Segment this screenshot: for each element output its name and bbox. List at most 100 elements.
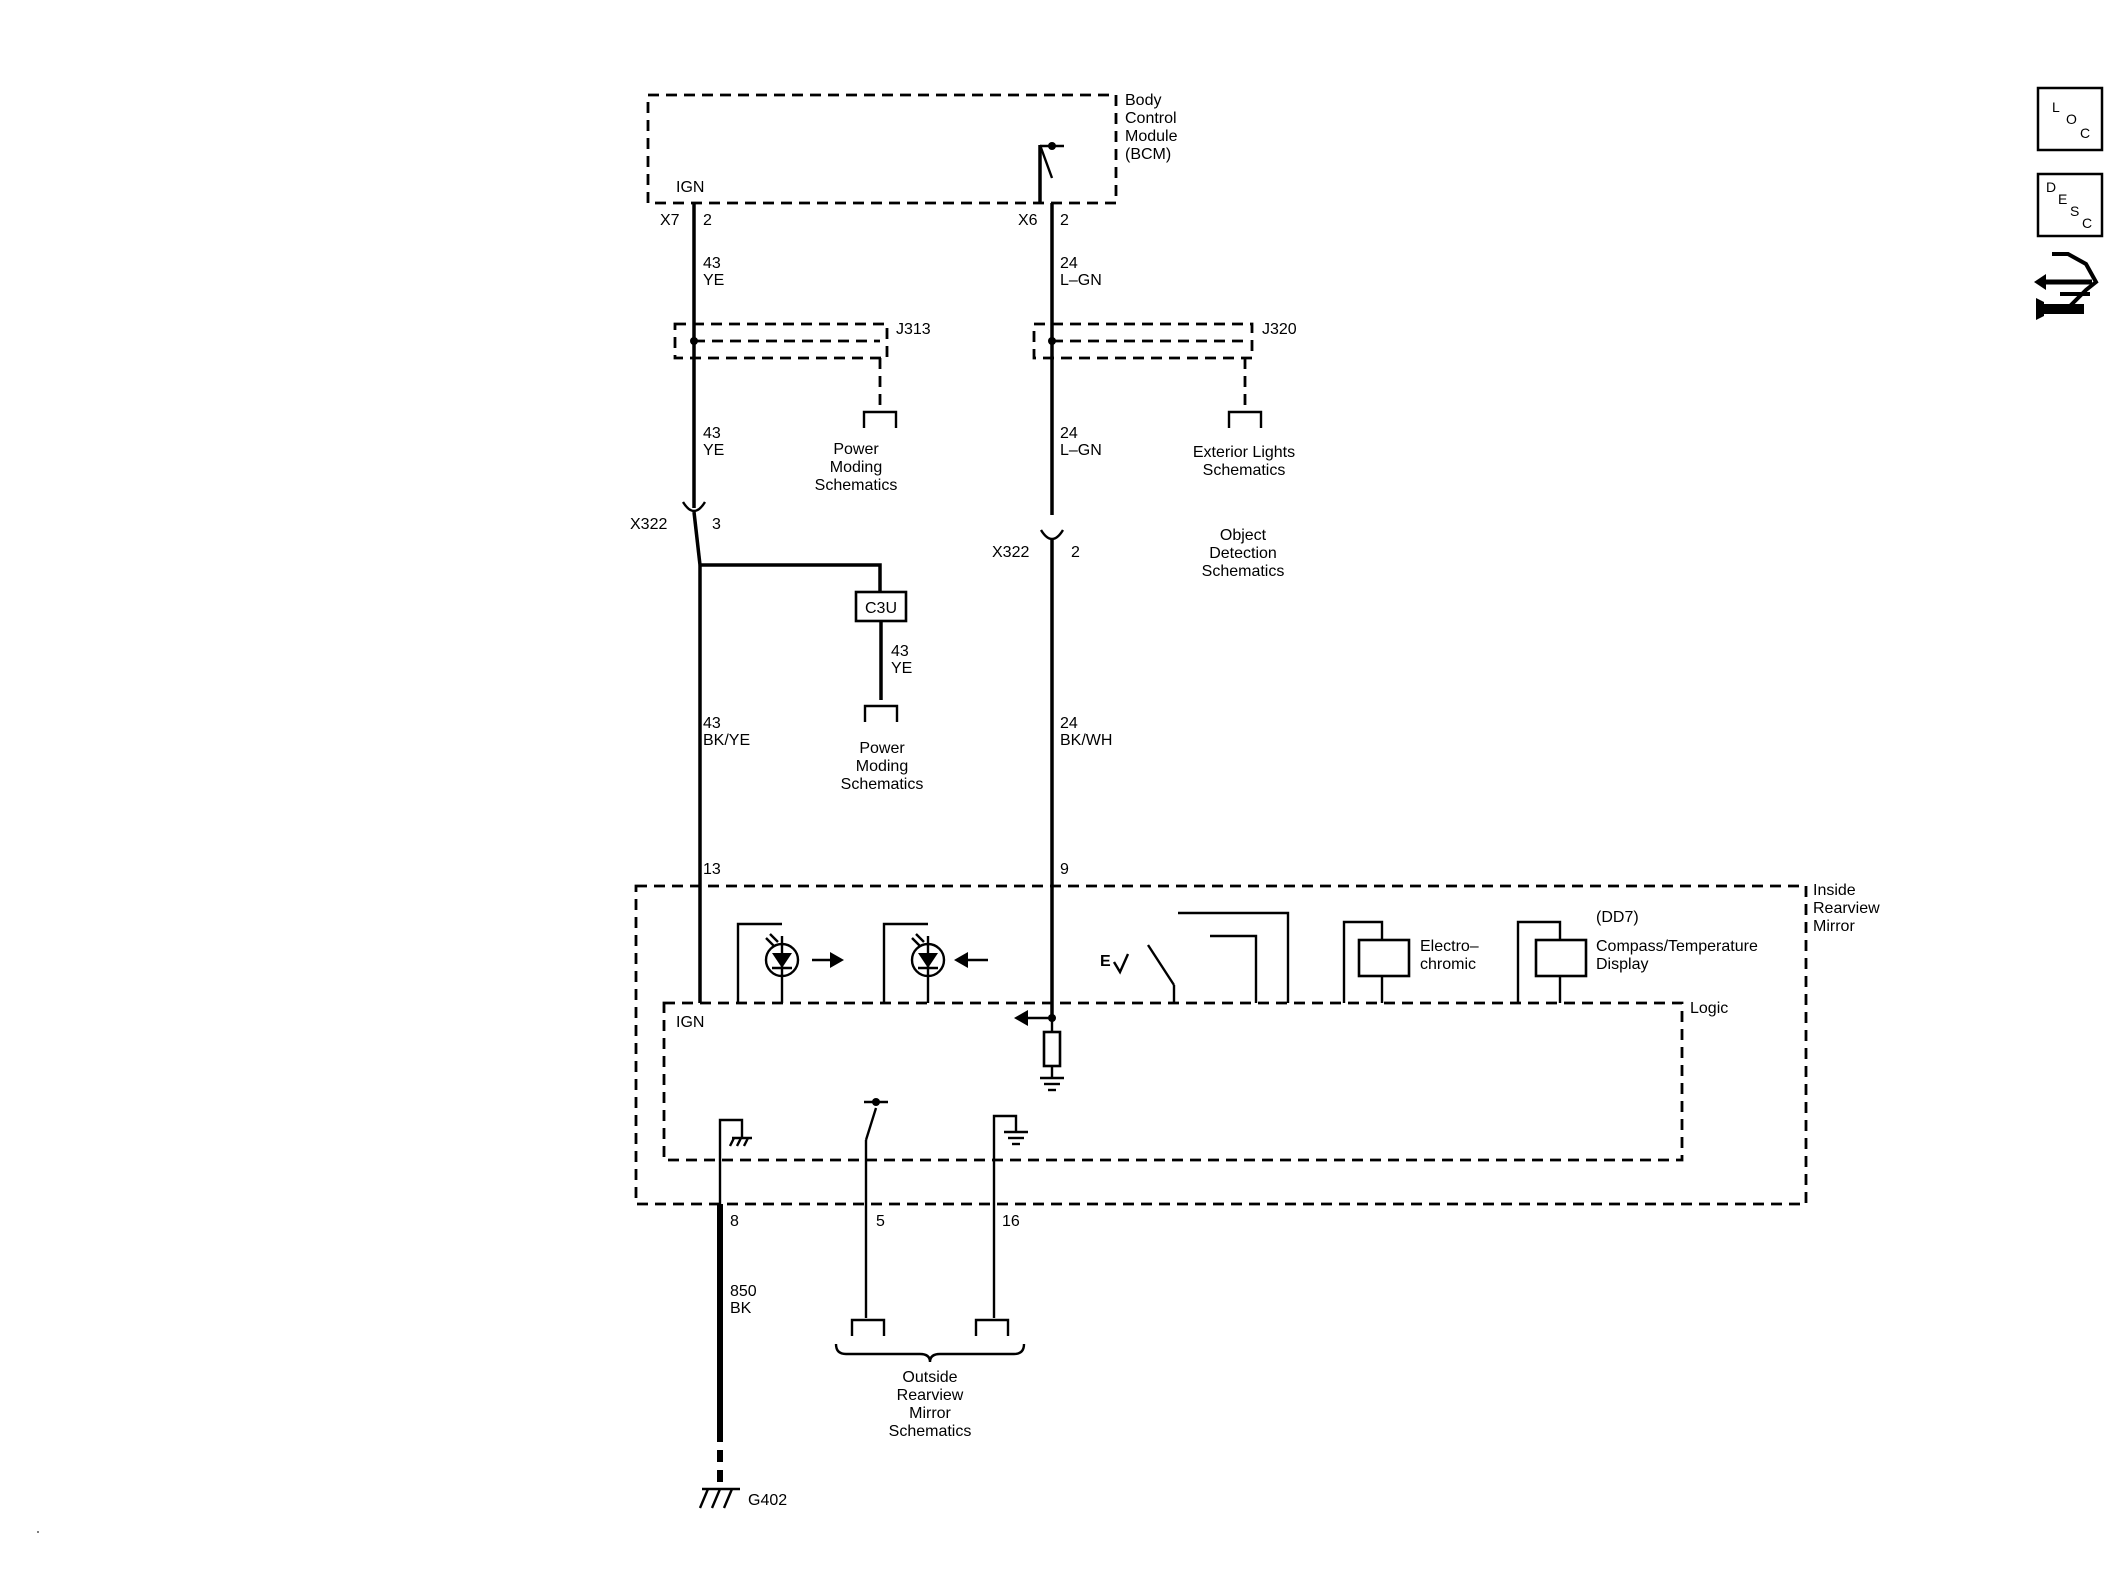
reference-arrow-icon-3 [1227, 410, 1263, 428]
ref-object-detection-b: Detection [1209, 545, 1277, 562]
mirror-pin-5: 5 [876, 1213, 885, 1230]
ref-outside-mirror-c: Mirror [909, 1405, 951, 1422]
splice-j313-label: J313 [896, 321, 931, 338]
ref-power-moding-2-c: Schematics [841, 776, 924, 793]
electrochromic-element-icon [1342, 920, 1411, 1003]
mirror-pin-9: 9 [1060, 861, 1069, 878]
wire-24-lower-num: 24 [1060, 715, 1078, 732]
ref-outside-mirror-a: Outside [902, 1369, 957, 1386]
bcm-label-4: (BCM) [1125, 146, 1171, 163]
scan-dot [37, 1531, 39, 1533]
wire-24-upper-num: 24 [1060, 255, 1078, 272]
option-dd7-label: (DD7) [1596, 909, 1639, 926]
ref-object-detection-a: Object [1220, 527, 1267, 544]
ref-power-moding-1-a: Power [833, 441, 879, 458]
mirror-title-2: Rearview [1813, 900, 1880, 917]
connector-x322-left-label: X322 [630, 516, 667, 533]
ref-power-moding-1-c: Schematics [815, 477, 898, 494]
bcm-module: Body Control Module (BCM) IGN [646, 92, 1178, 205]
wire-43-c3u-color: YE [891, 660, 912, 677]
splice-j313 [673, 322, 898, 428]
mirror-title-1: Inside [1813, 882, 1856, 899]
ref-outside-mirror-d: Schematics [889, 1423, 972, 1440]
circuit-43: 43 YE J313 Power Moding Schematics 43 YE… [630, 203, 931, 1003]
connector-x322-left-pin: 3 [712, 516, 721, 533]
wire-24-upper-color: L–GN [1060, 272, 1102, 289]
circuit-24: 24 L–GN J320 Exterior Lights Schematics … [992, 203, 1297, 1020]
wire-24-lower-color: BK/WH [1060, 732, 1112, 749]
mirror-pin-8: 8 [730, 1213, 739, 1230]
loc-button[interactable]: L O C [2036, 86, 2104, 152]
splice-j320 [1032, 322, 1263, 428]
wire-850-color: BK [730, 1300, 752, 1317]
circuit-850: 850 BK G402 [698, 1204, 787, 1509]
wire-24-mid-color: L–GN [1060, 442, 1102, 459]
reference-arrow-icon [862, 410, 898, 428]
connector-x7-label: X7 [660, 212, 680, 229]
wire-43-c3u-num: 43 [891, 643, 909, 660]
bcm-label-1: Body [1125, 92, 1161, 109]
signal-ground-icon [992, 1114, 1028, 1204]
bcm-switch-icon [1038, 142, 1064, 203]
ref-outside-mirror-b: Rearview [897, 1387, 964, 1404]
connector-x322-right-pin: 2 [1071, 544, 1080, 561]
mirror-title-3: Mirror [1813, 918, 1855, 935]
connector-x322-left-icon [681, 488, 707, 566]
bcm-ign-label: IGN [676, 179, 704, 196]
reference-arrow-icon-2 [863, 704, 899, 722]
compass-label-1: Compass/Temperature [1596, 938, 1758, 955]
connector-tool-icon[interactable] [2034, 252, 2099, 320]
mirror-pin-16: 16 [1002, 1213, 1020, 1230]
ground-g402-icon [698, 1487, 740, 1509]
electrochromic-label-2: chromic [1420, 956, 1476, 973]
compass-display-icon [1516, 920, 1588, 1003]
wire-43-lower-num: 43 [703, 715, 721, 732]
wire-43-upper-color: YE [703, 272, 724, 289]
wire-43-mid-color: YE [703, 442, 724, 459]
wire-43-branch [700, 563, 882, 592]
wire-24-mid-num: 24 [1060, 425, 1078, 442]
logic-label: Logic [1690, 1000, 1728, 1017]
compass-label-2: Display [1596, 956, 1648, 973]
light-sensor-forward-icon [736, 922, 844, 1003]
bcm-label-3: Module [1125, 128, 1178, 145]
loc-letter-c: C [2080, 125, 2090, 141]
reverse-input-icon [1014, 1010, 1064, 1092]
splice-j320-label: J320 [1262, 321, 1297, 338]
ref-exterior-lights-a: Exterior Lights [1193, 444, 1295, 461]
desc-button[interactable]: D E S C [2036, 172, 2104, 238]
connector-x322-right-icon [1039, 529, 1065, 541]
light-sensor-rear-icon [882, 922, 988, 1003]
ref-power-moding-1-b: Moding [830, 459, 882, 476]
bcm-box [646, 93, 1118, 205]
option-c3u-label: C3U [865, 600, 897, 617]
ref-object-detection-c: Schematics [1202, 563, 1285, 580]
connector-x6-pin: 2 [1060, 212, 1069, 229]
logic-ign-label: IGN [676, 1014, 704, 1031]
logic-box [662, 1001, 1684, 1162]
reference-brace [834, 1343, 1026, 1363]
outside-mirror-references: Outside Rearview Mirror Schematics [834, 1204, 1026, 1440]
mirror-box [634, 884, 1808, 1206]
wire-43-upper-num: 43 [703, 255, 721, 272]
connector-x322-right-label: X322 [992, 544, 1029, 561]
mirror-switch-icon: E [1100, 911, 1290, 1003]
loc-letter-l: L [2052, 99, 2060, 115]
ref-exterior-lights-b: Schematics [1203, 462, 1286, 479]
reference-arrow-icon-4 [850, 1318, 886, 1336]
bcm-label-2: Control [1125, 110, 1177, 127]
reference-arrow-icon-5 [974, 1318, 1010, 1336]
outside-mirror-switch-icon [864, 1098, 888, 1204]
inside-rearview-mirror: Inside Rearview Mirror Logic IGN [634, 882, 1880, 1230]
mirror-pin-13: 13 [703, 861, 721, 878]
wire-43-mid-num: 43 [703, 425, 721, 442]
electrochromic-label-1: Electro– [1420, 938, 1479, 955]
connector-x7-pin: 2 [703, 212, 712, 229]
desc-letter-e: E [2058, 191, 2067, 207]
desc-letter-s: S [2070, 203, 2079, 219]
ground-g402-label: G402 [748, 1492, 787, 1509]
desc-letter-c: C [2082, 215, 2092, 231]
ref-power-moding-2-a: Power [859, 740, 905, 757]
chassis-ground-icon [718, 1118, 752, 1204]
